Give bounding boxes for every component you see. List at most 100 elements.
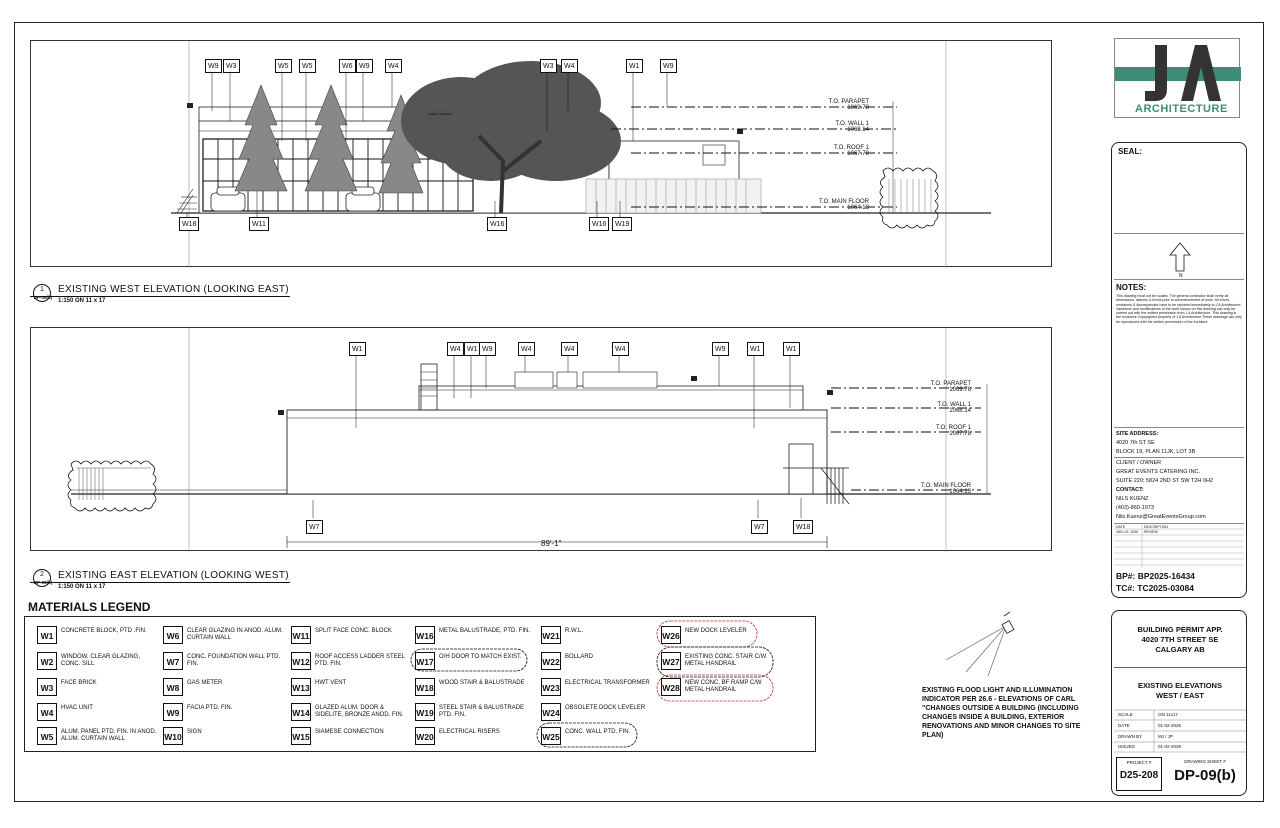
project-number-label: PROJECT # <box>1126 760 1152 765</box>
east-tag-w1: W1 <box>349 342 366 356</box>
west-sign-text: GREAT EVENTS <box>429 112 452 116</box>
east-tag-w7: W7 <box>751 520 768 534</box>
meta-scale-value: ON 11x17 <box>1158 712 1178 717</box>
project-number-box: PROJECT # D25-208 <box>1116 757 1162 791</box>
east-revision-cloud <box>67 460 157 512</box>
north-arrow-icon <box>1169 242 1191 272</box>
west-tag-w4: W4 <box>561 59 578 73</box>
legend-revision-clouds <box>410 620 774 748</box>
west-revision-cloud <box>879 167 939 229</box>
west-view-scale: 1:150 ON 11 x 17 <box>58 298 106 304</box>
west-view-marker: 1 DP-09(b) <box>33 284 53 302</box>
west-title-underline <box>30 296 290 297</box>
flood-light-note: EXISTING FLOOD LIGHT AND ILLUMINATION IN… <box>922 687 1081 739</box>
seal-notes-box: SEAL: N NOTES: This drawing must not be … <box>1111 142 1247 598</box>
meta-date-value: 01-02-2026 <box>1158 723 1182 728</box>
project-line-2: 4020 7TH STREET SE <box>1141 635 1219 644</box>
meta-table-grid <box>1114 709 1246 753</box>
west-tag-w9: W9 <box>660 59 677 73</box>
east-tag-w4: W4 <box>612 342 629 356</box>
drawing-border <box>14 22 1264 802</box>
meta-drawn-value: MJ / JP <box>1158 734 1174 739</box>
contact-email: Nils.Kuenz@GreatEventsGroup.com <box>1116 514 1206 520</box>
logo-word: ARCHITECTURE <box>1135 103 1228 115</box>
rev-header-desc: DESCRIPTION <box>1144 525 1168 529</box>
rev-row-date: JAN. 02, 2026 <box>1116 530 1139 534</box>
west-tag-w5: W5 <box>275 59 292 73</box>
contact-label: CONTACT: <box>1116 487 1144 493</box>
west-elevation-drawing <box>171 41 991 268</box>
meta-date-label: DATE <box>1118 723 1130 728</box>
east-tag-w18: W18 <box>793 520 814 534</box>
west-tag-w11: W11 <box>249 217 269 231</box>
west-tag-w3: W3 <box>223 59 240 73</box>
west-tag-w3: W3 <box>540 59 557 73</box>
meta-scale-label: SCALE <box>1118 712 1133 717</box>
east-dimension-label: 89'-1" <box>541 539 562 548</box>
client-divider <box>1114 457 1244 458</box>
notes-label: NOTES: <box>1116 283 1147 292</box>
north-label: N <box>1179 273 1183 279</box>
sheet-title-2: WEST / EAST <box>1156 691 1204 700</box>
west-tag-w1: W1 <box>626 59 643 73</box>
title-block: JA ARCHITECTURE SEAL: N NOTES: This draw… <box>1108 34 1252 796</box>
west-tag-w18: W18 <box>179 217 200 231</box>
west-tag-w9: W9 <box>356 59 373 73</box>
ja-logo-icon <box>1115 45 1241 101</box>
east-elevation-drawing <box>67 328 991 552</box>
meta-issued-label: ISSUED <box>1118 744 1135 749</box>
east-view-title: EXISTING EAST ELEVATION (LOOKING WEST) <box>58 570 289 581</box>
contact-name: NILS KUENZ <box>1116 496 1149 502</box>
project-box: BUILDING PERMIT APP. 4020 7TH STREET SE … <box>1111 610 1247 796</box>
east-view-scale: 1:150 ON 11 x 17 <box>58 584 106 590</box>
project-number: D25-208 <box>1119 770 1159 781</box>
client-name: GREAT EVENTS CATERING INC. <box>1116 469 1201 475</box>
drawing-sheet-number: DP-09(b) <box>1174 767 1236 784</box>
west-tag-w5: W5 <box>299 59 316 73</box>
site-divider <box>1114 427 1244 428</box>
rev-header-date: DATE <box>1116 525 1126 529</box>
tc-number: TC#: TC2025-03084 <box>1116 583 1194 593</box>
bp-number: BP#: BP2025-16434 <box>1116 571 1195 581</box>
north-divider <box>1114 279 1244 280</box>
client-address: SUITE 220; 5824 2ND ST SW T2H 0H2 <box>1116 478 1214 484</box>
west-tag-w19: W19 <box>612 217 633 231</box>
west-elevation-panel: GREAT EVENTS W9 W3 W5 W5 W6 W9 W4 W3 W4 … <box>30 40 1052 268</box>
drawing-sheet-label: DRAWING SHEET # <box>1184 759 1226 764</box>
site-address-label: SITE ADDRESS: <box>1116 431 1159 437</box>
site-address-1: 4020 7th ST SE <box>1116 440 1155 446</box>
west-tag-w16: W16 <box>487 217 508 231</box>
east-view-marker: 2 DP-09(b) <box>33 569 53 587</box>
project-line-3: CALGARY AB <box>1155 645 1205 654</box>
east-tag-w4: W4 <box>561 342 578 356</box>
drawing-sheet-box: DRAWING SHEET # DP-09(b) <box>1166 757 1244 791</box>
client-label: CLIENT / OWNER <box>1116 460 1162 466</box>
east-tag-w1: W1 <box>747 342 764 356</box>
east-title-underline <box>30 582 290 583</box>
revision-table-grid <box>1114 524 1244 568</box>
east-tag-w9: W9 <box>712 342 729 356</box>
sheet-title-1: EXISTING ELEVATIONS <box>1138 681 1222 690</box>
west-tag-w6: W6 <box>339 59 356 73</box>
seal-divider <box>1114 233 1244 234</box>
meta-drawn-label: DRAWN BY <box>1118 734 1143 739</box>
meta-table: SCALE ON 11x17 DATE 01-02-2026 DRAWN BY … <box>1114 709 1246 753</box>
notes-text: This drawing must not be scaled. The gen… <box>1116 294 1242 324</box>
meta-issued-value: 01-02-2026 <box>1158 744 1182 749</box>
logo-letters: JA <box>1117 41 1122 46</box>
revision-table: DATE DESCRIPTION JAN. 02, 2026 REVIEW <box>1114 523 1244 568</box>
project-line-1: BUILDING PERMIT APP. <box>1137 625 1223 634</box>
east-tag-w1: W1 <box>783 342 800 356</box>
east-tag-w7: W7 <box>306 520 323 534</box>
west-tag-w16: W16 <box>589 217 610 231</box>
west-tag-w4: W4 <box>385 59 402 73</box>
west-view-title: EXISTING WEST ELEVATION (LOOKING EAST) <box>58 284 289 295</box>
